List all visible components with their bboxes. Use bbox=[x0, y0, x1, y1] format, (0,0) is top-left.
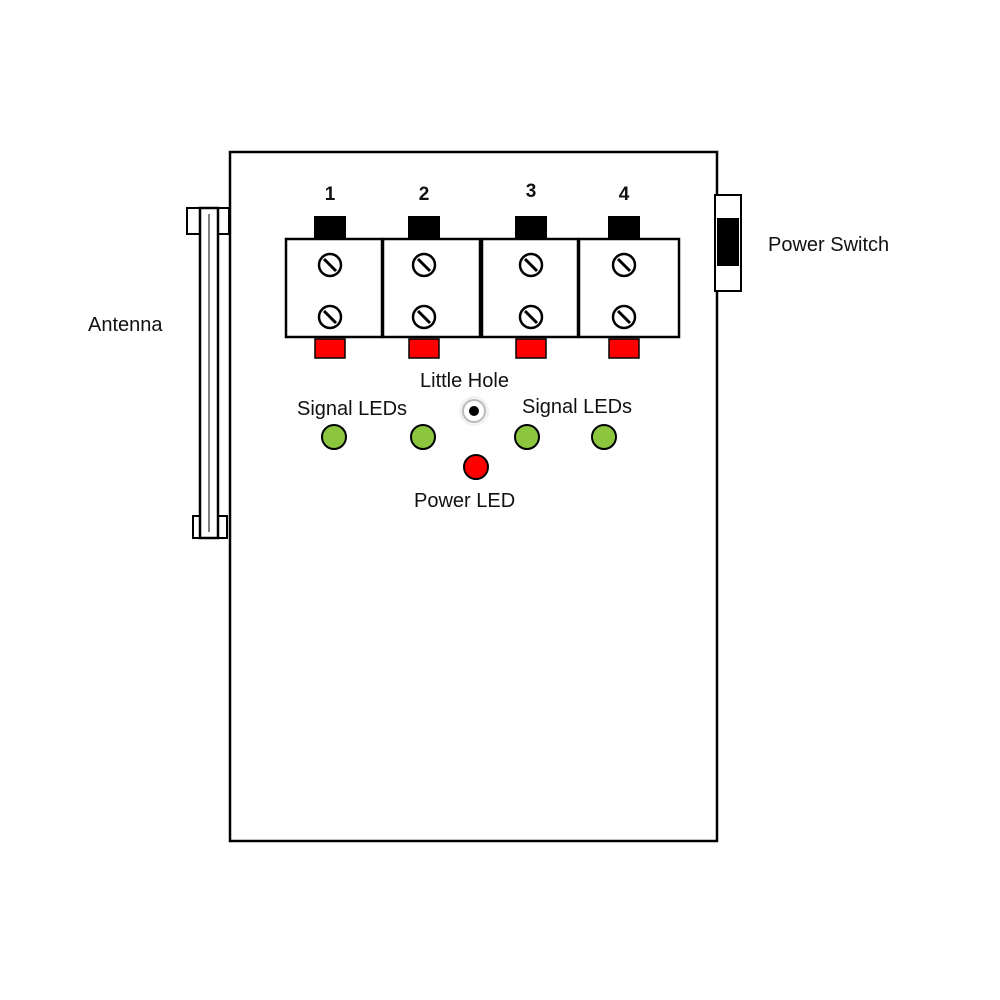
screw-icon bbox=[411, 304, 437, 330]
screw-icon bbox=[411, 252, 437, 278]
signal-led-4 bbox=[591, 424, 617, 450]
terminal-tab-bottom bbox=[515, 338, 547, 359]
terminal-block-1: 1 bbox=[284, 184, 384, 359]
little-hole-label: Little Hole bbox=[420, 370, 509, 392]
power-led bbox=[463, 454, 489, 480]
signal-led-1 bbox=[321, 424, 347, 450]
terminal-number: 4 bbox=[619, 184, 630, 205]
terminal-tab-top bbox=[408, 216, 440, 239]
screw-icon bbox=[611, 252, 637, 278]
antenna bbox=[186, 206, 230, 540]
terminal-number: 3 bbox=[526, 181, 537, 202]
power-switch[interactable] bbox=[714, 194, 742, 292]
screw-icon bbox=[317, 252, 343, 278]
terminal-block-3: 3 bbox=[480, 181, 580, 359]
terminal-strip: 1 2 3 4 bbox=[284, 181, 681, 359]
signal-leds-right-label: Signal LEDs bbox=[522, 396, 632, 418]
terminal-tab-bottom bbox=[408, 338, 440, 359]
terminal-block-4: 4 bbox=[577, 184, 681, 359]
terminal-tab-top bbox=[608, 216, 640, 239]
power-switch-label: Power Switch bbox=[768, 234, 889, 256]
signal-leds-left-label: Signal LEDs bbox=[297, 398, 407, 420]
terminal-tab-top bbox=[314, 216, 346, 239]
screw-icon bbox=[317, 304, 343, 330]
screw-icon bbox=[611, 304, 637, 330]
signal-led-2 bbox=[410, 424, 436, 450]
terminal-tab-top bbox=[515, 216, 547, 239]
little-hole[interactable] bbox=[459, 396, 489, 426]
terminal-tab-bottom bbox=[314, 338, 346, 359]
terminal-number: 2 bbox=[419, 184, 430, 205]
antenna-label: Antenna bbox=[88, 314, 163, 336]
signal-led-3 bbox=[514, 424, 540, 450]
terminal-number: 1 bbox=[325, 184, 336, 205]
terminal-block-2: 2 bbox=[381, 184, 482, 359]
screw-icon bbox=[518, 252, 544, 278]
terminal-tab-bottom bbox=[608, 338, 640, 359]
screw-icon bbox=[518, 304, 544, 330]
power-led-label: Power LED bbox=[414, 490, 515, 512]
